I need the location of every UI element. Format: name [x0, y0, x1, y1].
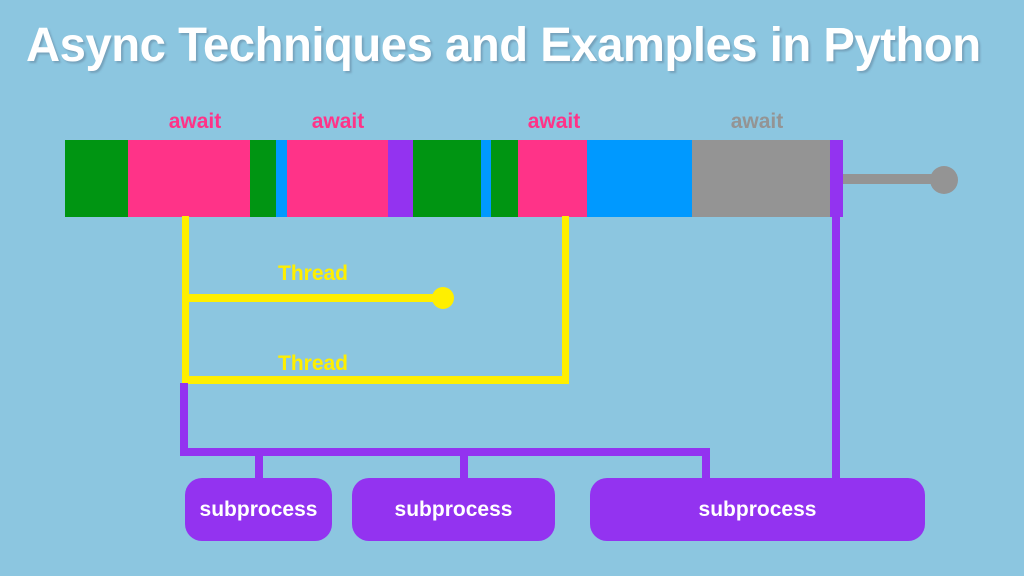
timeline-segment-await: [287, 140, 388, 217]
subprocess-bus-horizontal-line: [180, 448, 710, 456]
subprocess-drop-line-3: [702, 448, 710, 486]
timeline-segment-await: [518, 140, 587, 217]
subprocess-drop-line-2: [460, 448, 468, 486]
timeline-segment-subprocess: [388, 140, 413, 217]
event-loop-end-dot: [930, 166, 958, 194]
await-label-4: await: [730, 110, 784, 133]
thread2-label: Thread: [278, 352, 349, 375]
thread1-end-dot: [432, 287, 454, 309]
subprocess-box-3[interactable]: subprocess: [590, 478, 925, 541]
subprocess-box-1[interactable]: subprocess: [185, 478, 332, 541]
timeline-segment-await-gray: [692, 140, 830, 217]
subprocess-drop-line-1: [255, 448, 263, 486]
thread1-label: Thread: [278, 262, 349, 285]
timeline-segment-sync: [491, 140, 518, 217]
page-title: Async Techniques and Examples in Python: [26, 19, 981, 72]
timeline-segment-subprocess: [830, 140, 843, 217]
timeline-segment-sync: [413, 140, 481, 217]
timeline-segment-io: [276, 140, 287, 217]
thread1-horizontal-line: [182, 294, 444, 302]
thread2-vertical-right-line: [562, 216, 569, 384]
timeline-segment-await: [128, 140, 250, 217]
subprocess-direct-line: [832, 216, 840, 488]
timeline-segment-io: [587, 140, 692, 217]
subprocess-box-2[interactable]: subprocess: [352, 478, 555, 541]
await-label-2: await: [311, 110, 365, 133]
thread2-vertical-left-line: [182, 216, 189, 383]
event-loop-tail-line: [843, 174, 935, 184]
timeline-segment-sync: [250, 140, 276, 217]
await-label-1: await: [168, 110, 222, 133]
await-label-3: await: [527, 110, 581, 133]
subprocess-bus-vertical-line: [180, 383, 188, 456]
timeline-segment-sync: [65, 140, 128, 217]
thread2-horizontal-line: [182, 376, 569, 384]
timeline-segment-io: [481, 140, 491, 217]
